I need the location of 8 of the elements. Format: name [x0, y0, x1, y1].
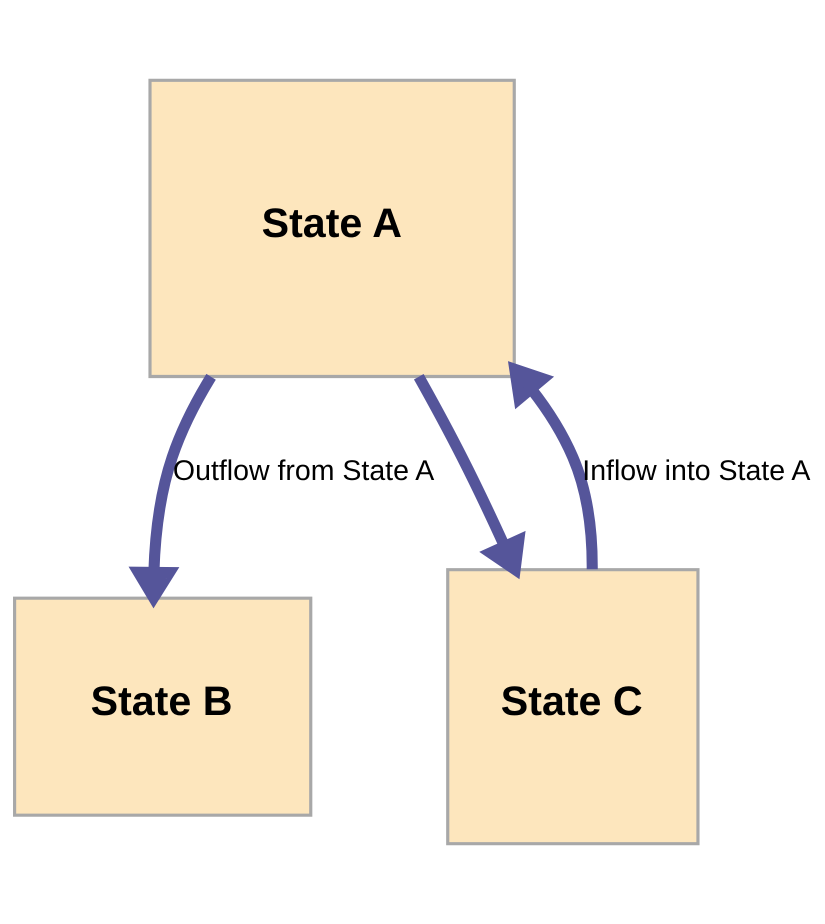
node-box: State C [446, 568, 700, 846]
arrow [128, 374, 216, 608]
edge-label: Inflow into State A [582, 455, 810, 488]
node-box: State B [13, 596, 312, 817]
arrow [414, 374, 526, 580]
node-box: State A [148, 78, 516, 378]
edge-label: Outflow from State A [172, 455, 434, 488]
arrow [508, 361, 598, 570]
